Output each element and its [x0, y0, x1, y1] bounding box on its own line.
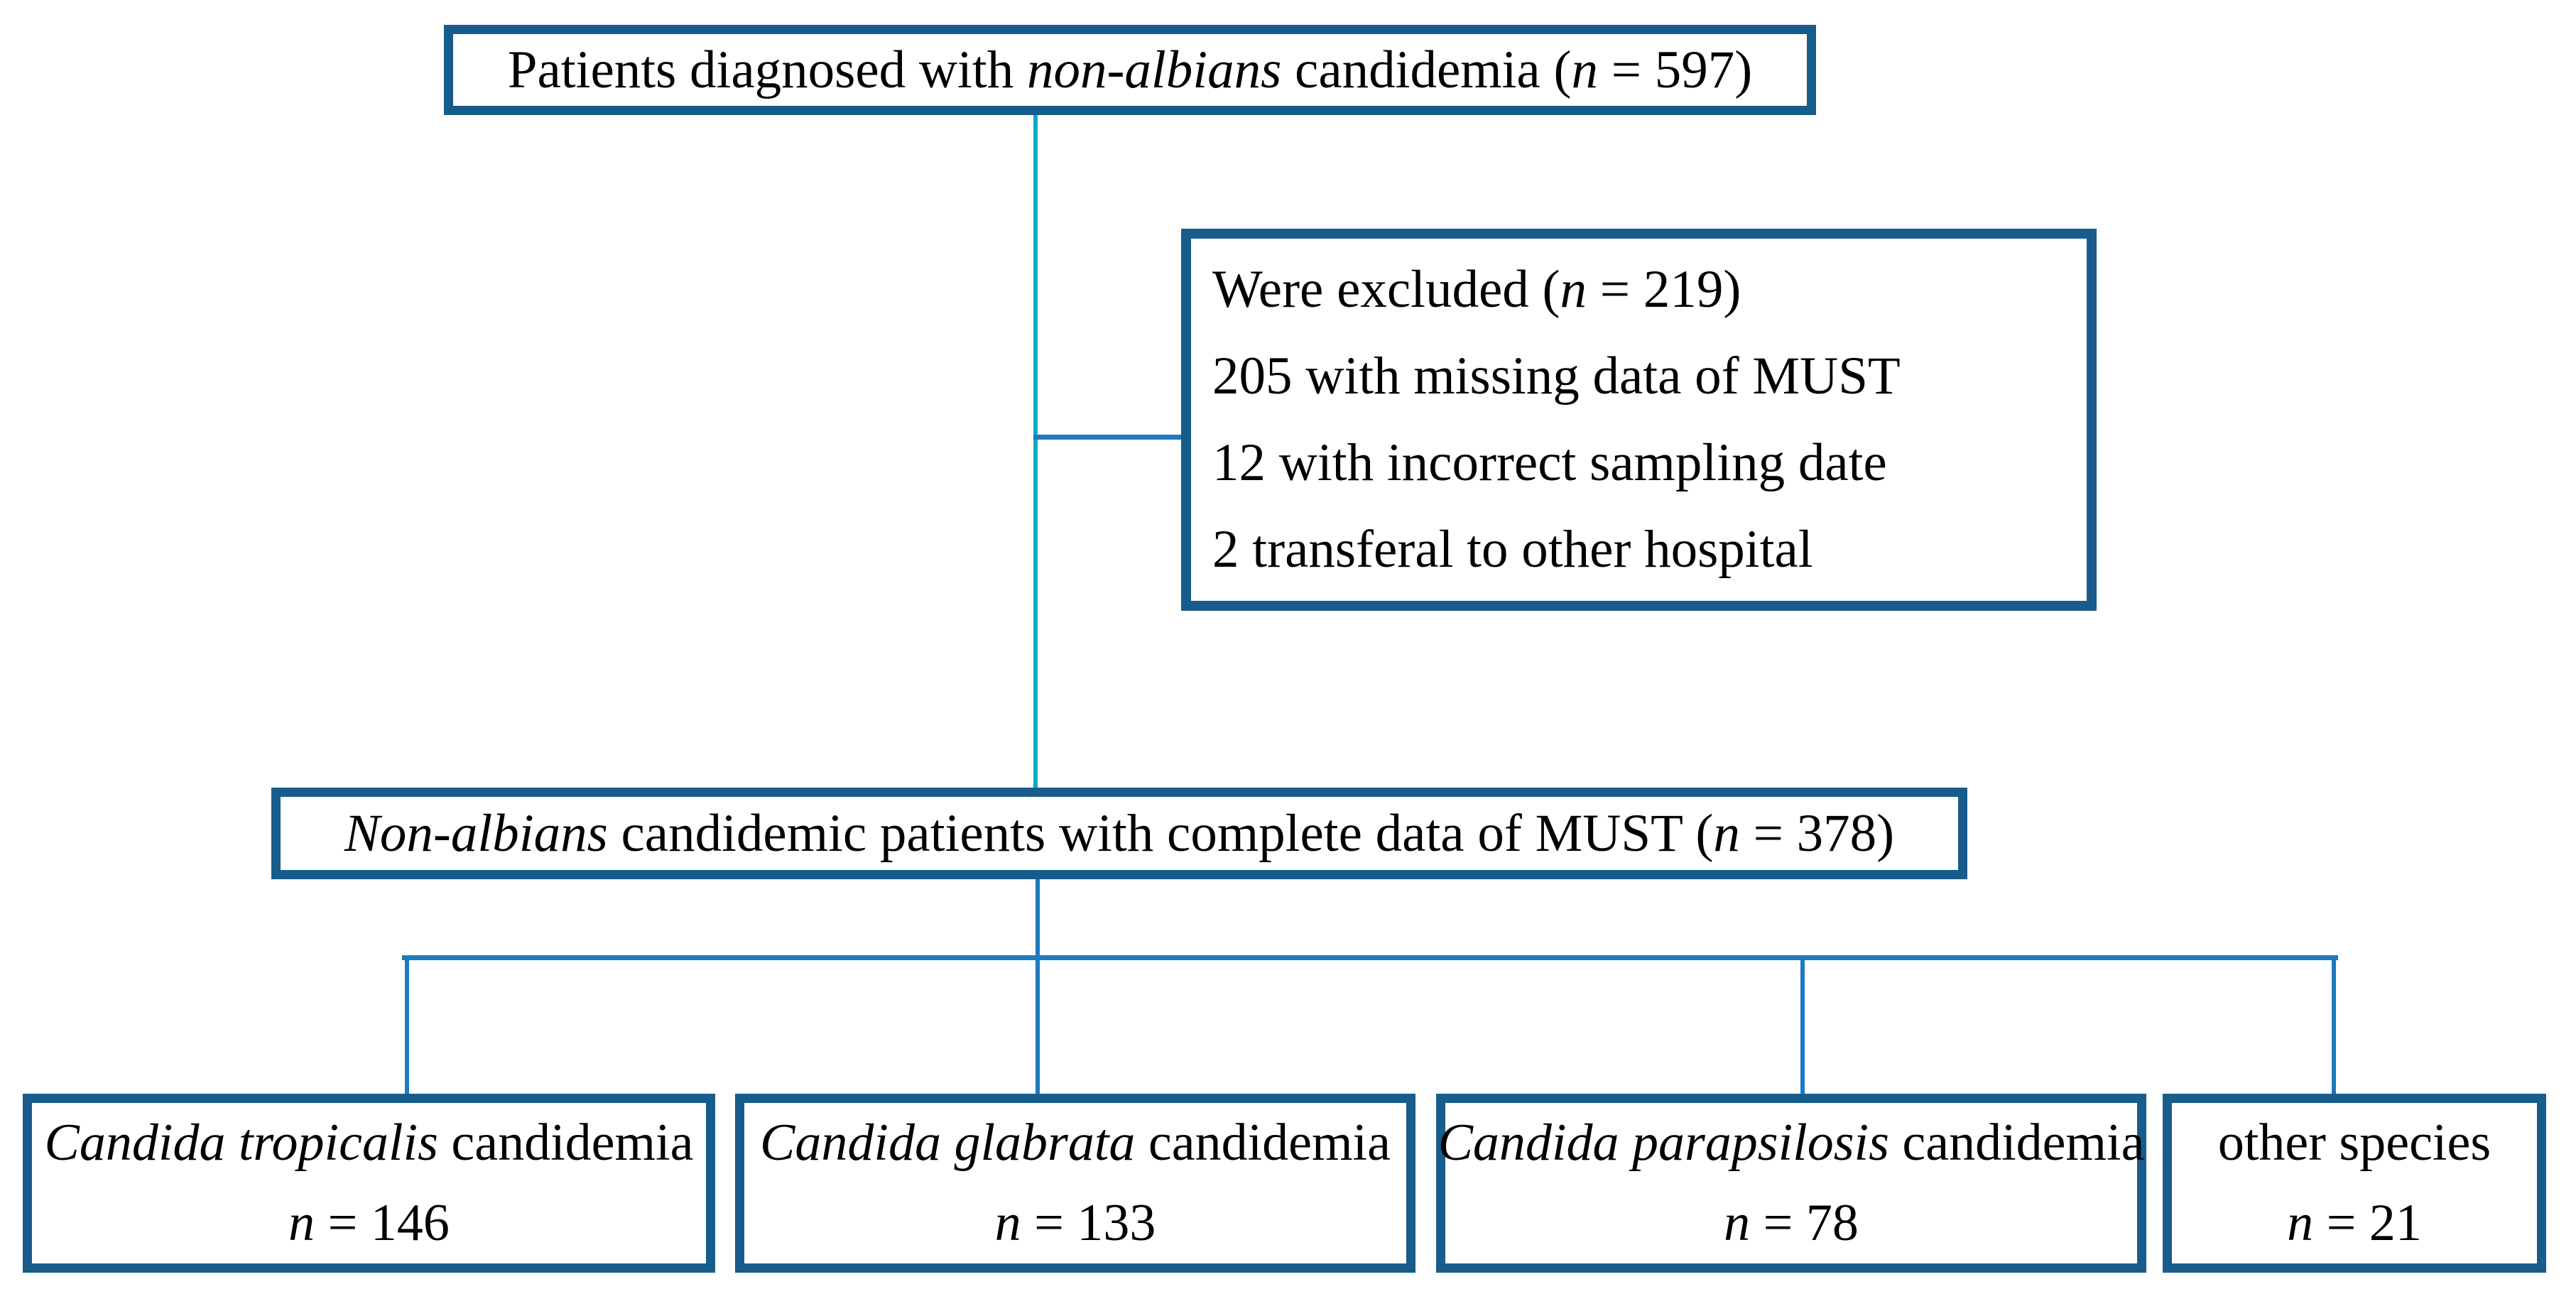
box-other-species: other species n = 21	[2163, 1094, 2546, 1273]
tropicalis-label: Candida tropicalis candidemia	[44, 1114, 694, 1172]
box-diagnosed-patients: Patients diagnosed with non-albians cand…	[444, 25, 1816, 115]
glabrata-label: Candida glabrata candidemia	[760, 1114, 1391, 1172]
excluded-reason-incorrect-date: 12 with incorrect sampling date	[1212, 433, 1887, 492]
parapsilosis-label: Candida parapsilosis candidemia	[1438, 1114, 2145, 1172]
connector-complete-to-branch	[1036, 879, 1040, 957]
connector-drop-parapsilosis	[1800, 957, 1805, 1094]
connector-drop-glabrata	[1036, 957, 1040, 1094]
complete-data-label: Non-albians candidemic patients with com…	[344, 803, 1895, 863]
box-candida-parapsilosis: Candida parapsilosis candidemia n = 78	[1436, 1094, 2146, 1273]
connector-top-to-complete	[1033, 115, 1038, 788]
connector-stub-to-excluded	[1033, 435, 1183, 440]
box-excluded: Were excluded (n = 219) 205 with missing…	[1181, 229, 2097, 611]
connector-drop-tropicalis	[405, 957, 409, 1094]
connector-drop-other	[2332, 957, 2336, 1094]
excluded-reason-missing-data: 205 with missing data of MUST	[1212, 347, 1901, 406]
glabrata-count: n = 133	[994, 1194, 1156, 1252]
box-candida-glabrata: Candida glabrata candidemia n = 133	[735, 1094, 1415, 1273]
connector-branch-horizontal	[402, 955, 2338, 960]
other-species-label: other species	[2217, 1114, 2491, 1172]
diagnosed-patients-label: Patients diagnosed with non-albians cand…	[507, 40, 1753, 99]
box-candida-tropicalis: Candida tropicalis candidemia n = 146	[23, 1094, 715, 1273]
excluded-reason-transferal: 2 transferal to other hospital	[1212, 520, 1813, 579]
box-complete-data-patients: Non-albians candidemic patients with com…	[271, 788, 1967, 879]
excluded-total-label: Were excluded (n = 219)	[1212, 260, 1741, 319]
tropicalis-count: n = 146	[288, 1194, 450, 1252]
other-species-count: n = 21	[2287, 1194, 2422, 1252]
parapsilosis-count: n = 78	[1724, 1194, 1859, 1252]
